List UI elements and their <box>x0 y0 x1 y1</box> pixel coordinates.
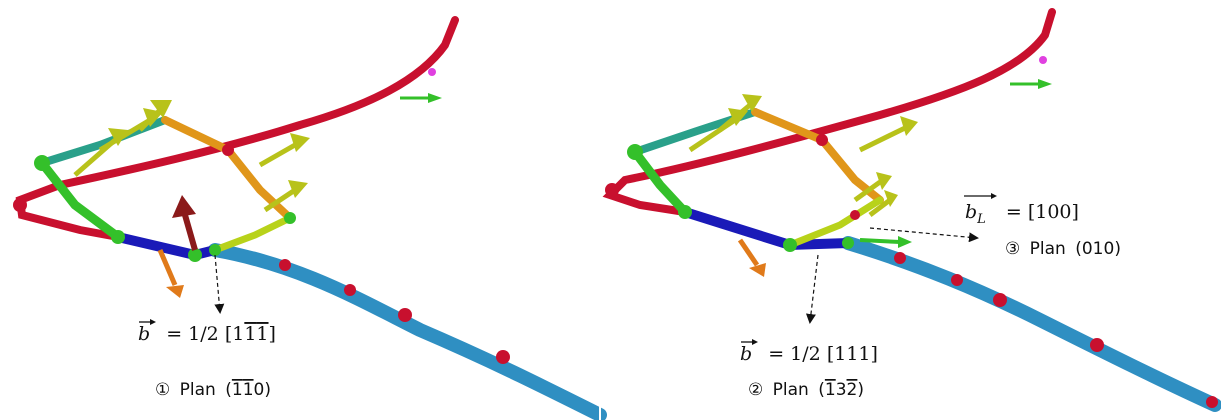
lomer-vector-label: bL = [100] <box>965 201 1079 228</box>
node-markers <box>605 56 1218 408</box>
lomer-plane-label: ③ Plan (010) <box>1005 239 1121 259</box>
node-markers <box>13 68 510 364</box>
burgers-pointer-arrow <box>214 254 225 314</box>
slip-plane-label: ① Plan (110) <box>155 380 271 400</box>
burgers-pointer-arrow <box>805 254 819 324</box>
slip-plane-label: ② Plan (132) <box>748 380 864 400</box>
cyan-dislocation-segment <box>841 236 1221 412</box>
burgers-arrows <box>688 79 1052 277</box>
left-panel: b = 1/2 [111] ① Plan (110) <box>13 16 607 420</box>
red-dislocation-segment <box>15 16 459 241</box>
yellow-loop-segment <box>786 196 884 249</box>
burgers-vector-label: b = 1/2 [111] <box>138 323 276 345</box>
burgers-vector-label: b = 1/2 [111] <box>740 343 878 365</box>
right-panel: b = 1/2 [111] ② Plan (132) bL = [100] ③ … <box>602 8 1221 412</box>
burgers-arrows <box>73 93 442 298</box>
orange-loop-segment <box>751 108 884 204</box>
red-dislocation-segment <box>602 8 1056 216</box>
green-dislocation-segment <box>630 147 690 217</box>
lomer-pointer-arrow <box>869 227 979 243</box>
green-dislocation-segment <box>37 158 123 242</box>
yellow-loop-segment <box>211 214 294 254</box>
